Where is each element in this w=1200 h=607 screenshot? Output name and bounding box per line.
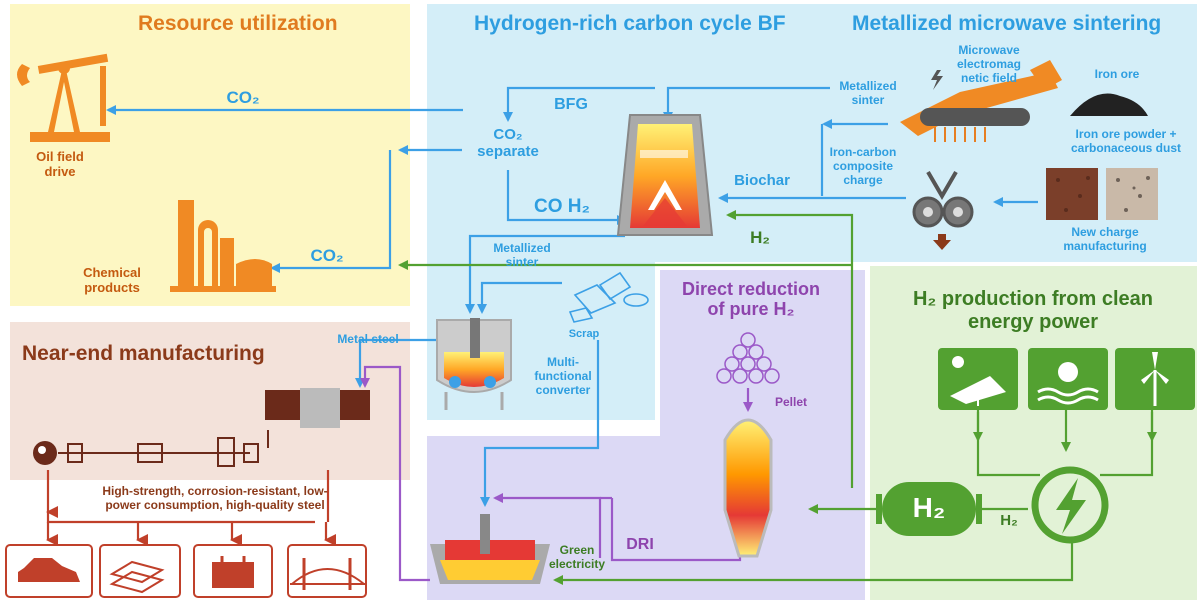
shaft-furnace-icon [723,418,773,558]
direct-reduction-title: Direct reduction of pure H₂ [681,279,821,319]
solar-panel-icon [938,348,1018,410]
metallized-sinter-top-label: Metallized sinter [839,79,897,107]
iron-ore-powder-label: Iron ore powder + carbonaceous dust [1070,127,1182,155]
dri-label: DRI [626,536,654,553]
ore-powder-icon [1046,168,1158,220]
near-end-red-arrows [46,470,336,546]
near-end-title: Near-end manufacturing [22,342,265,365]
h2-side-label: H₂ [1000,512,1018,529]
hydro-icon [1028,348,1108,410]
scrap-icon [568,271,649,323]
biochar-label: Biochar [734,172,790,189]
microwave-conveyor-icon [900,60,1062,142]
bridge-icon [287,544,367,598]
car-icon [5,544,93,598]
eaf-icon [430,514,550,584]
converter-label: Multi-functional converter [534,355,592,397]
lightning-icon [1031,466,1109,544]
resource-utilization-panel [10,4,410,306]
h2-production-title: H₂ production from clean energy power [912,288,1153,333]
transformer-icon [193,544,273,598]
steel-plates-icon [99,544,181,598]
bfg-label: BFG [554,96,588,113]
oil-pump-icon [17,53,110,142]
converter-icon [436,318,512,410]
wind-turbine-icon [1115,348,1195,410]
blue-flow-arrows [106,86,1038,507]
microwave-sintering-title: Metallized microwave sintering [852,12,1162,35]
new-charge-label: New charge manufacturing [1063,225,1147,253]
factory-icon [170,200,276,292]
h2-tank-label: H₂ [912,492,946,523]
steel-quality-label: High-strength, corrosion-resistant, low-… [102,484,328,512]
chemical-products-label: Chemical products [83,265,141,295]
blast-furnace-icon [616,114,714,236]
h2-bf-label: H₂ [750,228,770,247]
iron-carbon-charge-label: Iron-carbon composite charge [829,145,897,187]
h2-production-panel [870,266,1197,600]
metallized-sinter-left-label: Metallized sinter [493,241,551,269]
roller-press-icon [912,170,974,250]
pellet-label: Pellet [774,395,807,409]
hydrogen-bf-title: Hydrogen-rich carbon cycle BF [474,12,786,35]
iron-ore-label: Iron ore [1094,67,1140,81]
co2-top-label: CO₂ [226,88,260,107]
metal-steel-label: Metal steel [337,332,399,346]
pellet-pile-icon [716,332,780,384]
h2-tank-icon [876,482,982,536]
rolling-mill-icon [33,388,370,467]
iron-ore-icon [1070,93,1148,116]
co2-separate-label: CO₂ separate [477,126,539,161]
co-h2-label: CO H₂ [534,196,590,217]
scrap-label: Scrap [568,328,600,340]
green-electricity-label: Green electricity [548,543,606,571]
microwave-field-label: Microwave electromag netic field [956,43,1022,85]
co2-bottom-label: CO₂ [310,246,344,265]
resource-utilization-title: Resource utilization [138,12,338,35]
oil-field-label: Oil field drive [36,149,84,179]
